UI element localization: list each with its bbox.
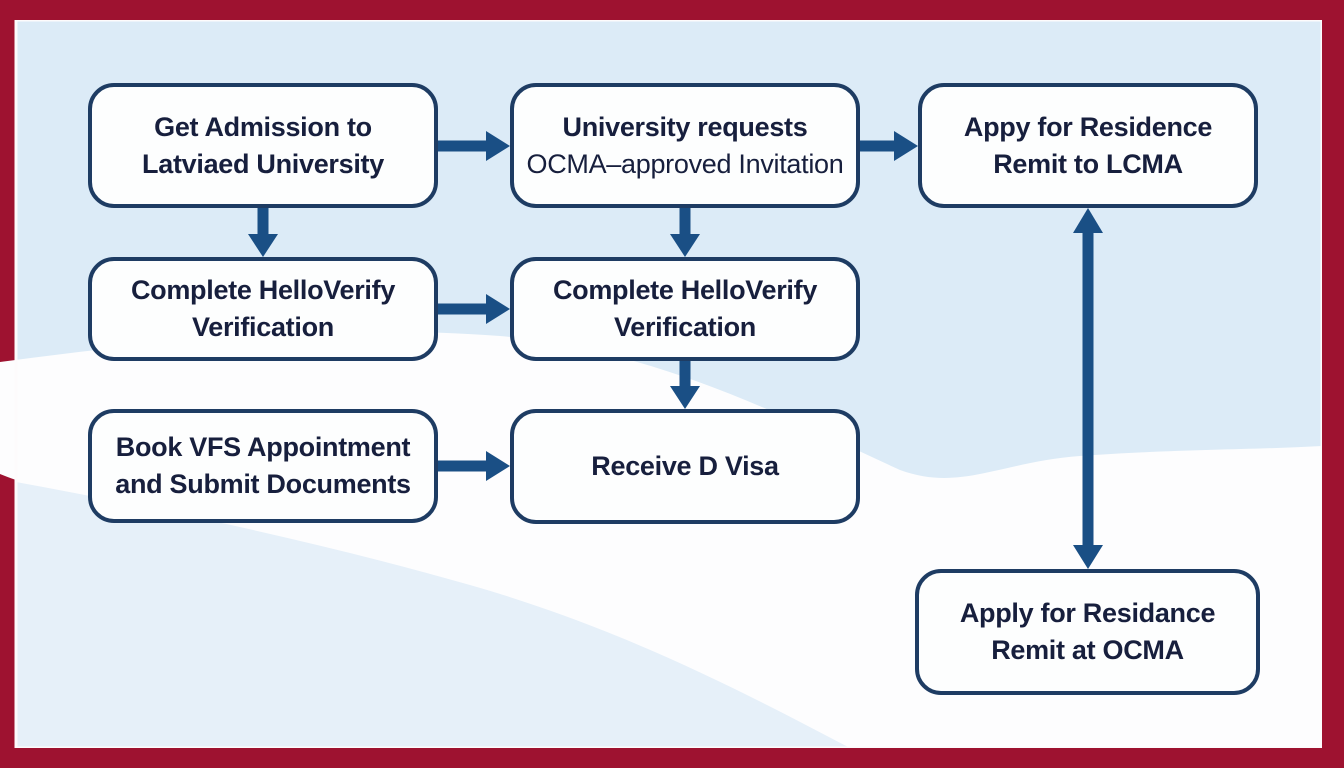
node-receive-d-visa: Receive D Visa	[510, 409, 860, 524]
arrow-apply-residence-lcma-to-apply-residence-ocma-double	[1073, 208, 1103, 569]
arrow-helloverify-left-to-helloverify-middle	[438, 294, 510, 324]
node-get-admission: Get Admission to Latviaed University	[88, 83, 438, 208]
frame-top	[0, 0, 1344, 20]
background-bottom-blue-wave	[16, 482, 850, 748]
node-apply-residence-ocma: Apply for Residance Remit at OCMA	[915, 569, 1260, 695]
node-helloverify-left: Complete HelloVerify Verification	[88, 257, 438, 361]
node-label-line: Remit at OCMA	[991, 635, 1184, 665]
node-label-line: Appy for Residence	[963, 111, 1213, 142]
node-label-line: Complete HelloVerify	[552, 275, 818, 305]
node-label-line: OCMA–approved Invitation	[526, 148, 844, 179]
arrow-get-admission-to-university-requests	[438, 131, 510, 161]
arrow-university-requests-to-helloverify-middle	[670, 208, 700, 257]
node-apply-residence-lcma: Appy for Residence Remit to LCMA	[918, 83, 1258, 208]
node-label-line: Verification	[192, 312, 334, 342]
arrow-helloverify-middle-to-receive-d-visa	[670, 361, 700, 409]
node-label-line: Remit to LCMA	[993, 148, 1183, 179]
node-university-requests: University requests OCMA–approved Invita…	[510, 83, 860, 208]
node-label-line: University requests	[562, 111, 808, 142]
node-label-line: Verification	[614, 312, 756, 342]
arrow-book-vfs-to-receive-d-visa	[438, 451, 510, 481]
node-label-line: Apply for Residance	[959, 598, 1216, 628]
node-label-line: Latviaed University	[142, 148, 384, 179]
node-label-line: Complete HelloVerify	[130, 275, 396, 305]
frame-right	[1322, 0, 1344, 768]
node-label-line: and Submit Documents	[115, 469, 411, 499]
node-label-line: Receive D Visa	[591, 451, 779, 481]
arrow-get-admission-to-helloverify-left	[248, 208, 278, 257]
node-label-line: Book VFS Appointment	[115, 432, 411, 462]
arrow-university-requests-to-apply-residence-lcma	[858, 131, 918, 161]
node-label-line: Get Admission to	[154, 111, 372, 142]
node-book-vfs: Book VFS Appointment and Submit Document…	[88, 409, 438, 523]
node-helloverify-middle: Complete HelloVerify Verification	[510, 257, 860, 361]
frame-bottom	[0, 748, 1344, 768]
